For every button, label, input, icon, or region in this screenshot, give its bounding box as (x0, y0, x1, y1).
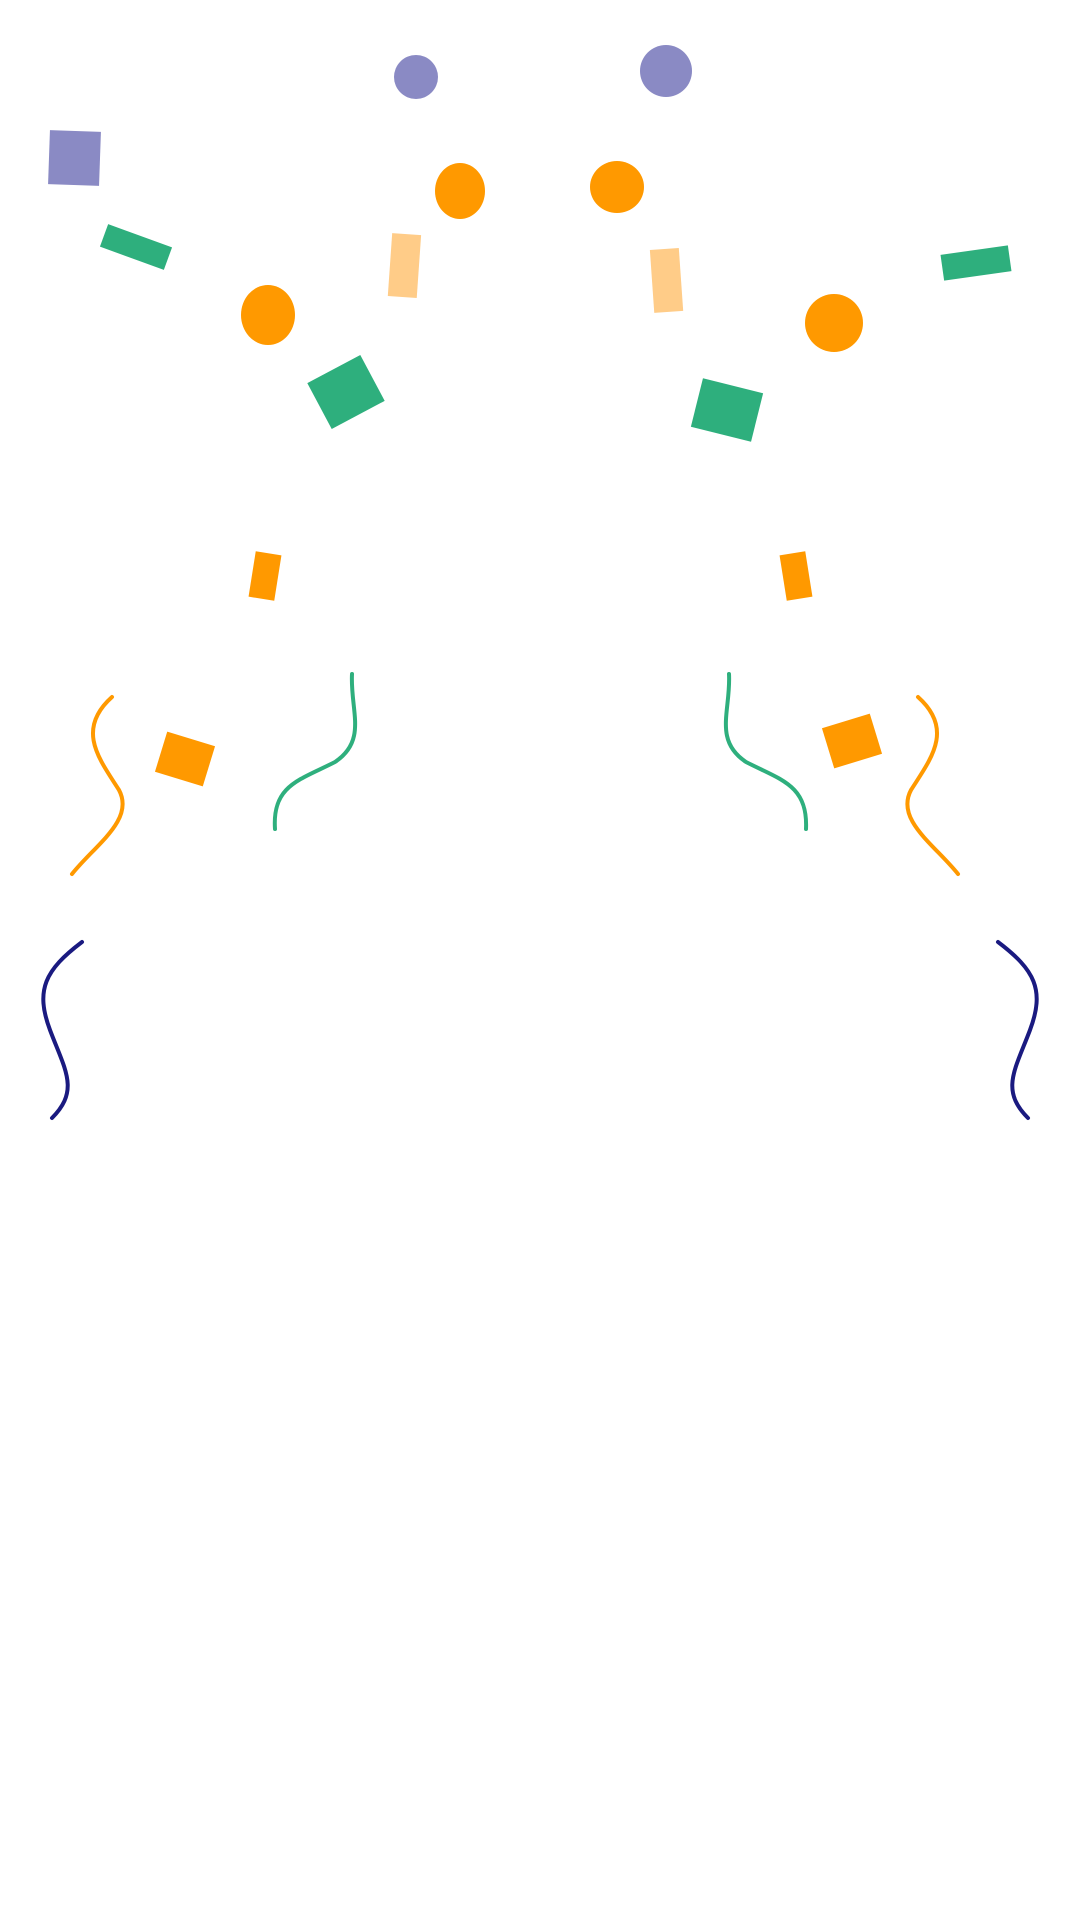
confetti-circle-icon (394, 55, 438, 99)
confetti-oval-icon (241, 285, 295, 345)
confetti-oval-icon (435, 163, 485, 219)
streamer-icon (272, 672, 358, 831)
streamer-icon (41, 940, 84, 1120)
confetti-square-icon (690, 378, 764, 442)
confetti-strip-icon (387, 233, 422, 298)
confetti-strip-icon (940, 245, 1012, 281)
confetti-strip-icon (248, 551, 282, 601)
confetti-square-icon (307, 354, 385, 430)
streamer-icon (996, 940, 1039, 1120)
confetti-strip-icon (99, 224, 173, 270)
confetti-square-icon (48, 130, 101, 186)
confetti-strip-icon (779, 551, 813, 601)
confetti-square-icon (154, 731, 216, 787)
confetti-strip-icon (649, 248, 684, 313)
confetti-oval-icon (805, 294, 863, 352)
confetti-circle-icon (640, 45, 692, 97)
confetti-square-icon (821, 713, 883, 769)
streamer-icon (905, 695, 960, 876)
confetti-oval-icon (590, 161, 644, 213)
streamer-icon (70, 695, 125, 876)
streamer-icon (723, 672, 809, 831)
